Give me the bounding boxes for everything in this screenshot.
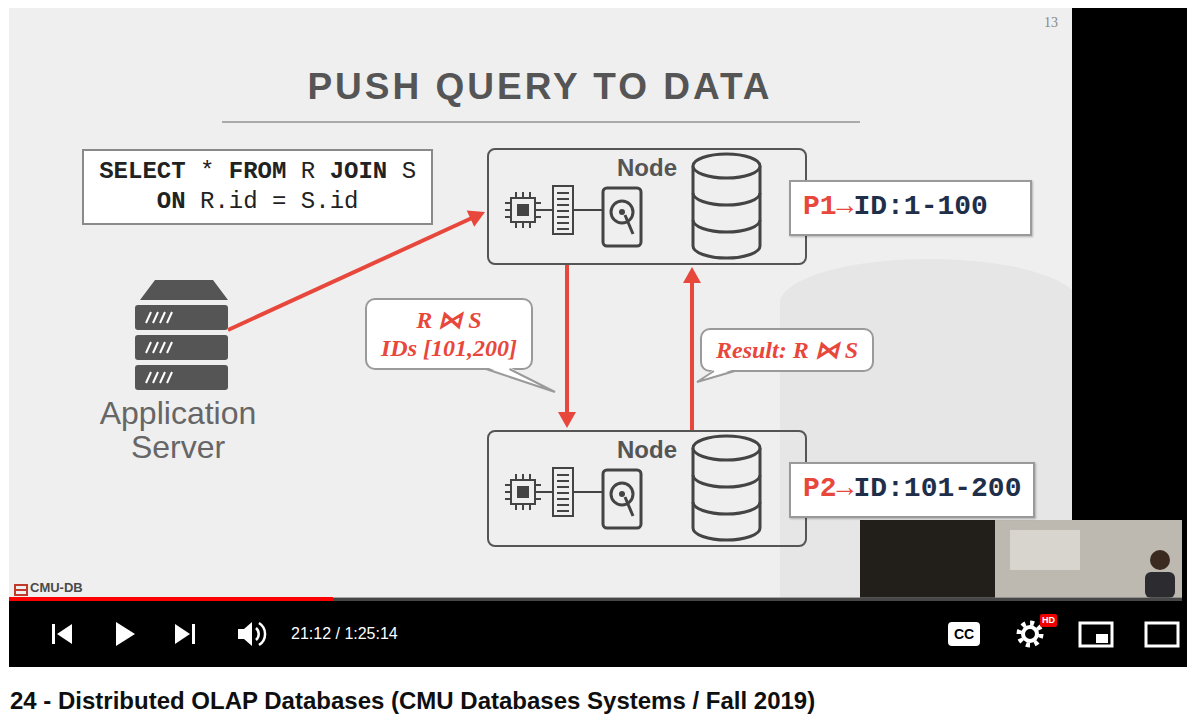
video-title: 24 - Distributed OLAP Databases (CMU Dat… (10, 686, 815, 716)
progress-bar (9, 597, 1182, 601)
arrow-head (467, 210, 485, 226)
partition-box: P1→ID:1-100 (789, 180, 1032, 236)
speech-bubble: R ⋈ SIDs [101,200] (365, 298, 533, 370)
connector (558, 265, 576, 428)
bubble-tail-outline (697, 371, 735, 382)
bubble-tail (486, 367, 555, 392)
logo-icon (15, 585, 27, 595)
node-text: SELECT * FROM R JOIN S ON R.id = S.id (92, 157, 423, 217)
bubble-tail-outline (486, 369, 555, 392)
slide-number: 13 (1044, 15, 1058, 31)
player-controls (52, 622, 1178, 646)
slide-title: PUSH QUERY TO DATA (200, 66, 880, 108)
node-text: Node (489, 154, 805, 182)
node-text: Result: R ⋈ S (716, 336, 858, 364)
node-text: P1→ID:1-100 (803, 190, 1018, 224)
node-box: Node (487, 148, 807, 265)
arrow-head (558, 412, 576, 428)
logo-text: CMU-DB (30, 581, 83, 595)
node-box: Node (487, 430, 807, 547)
connector (683, 267, 701, 430)
node-text: P2→ID:101-200 (803, 472, 1021, 506)
bubble-tail (697, 369, 735, 382)
arrow-head (683, 267, 701, 283)
connector-line (690, 279, 694, 430)
title-rule (222, 121, 860, 123)
webcam-overlay (860, 520, 1182, 598)
query-box: SELECT * FROM R JOIN S ON R.id = S.id (82, 149, 433, 225)
node-text: R ⋈ S (381, 306, 517, 334)
node-text: IDs [101,200] (381, 334, 517, 362)
caption-button: CC (948, 622, 980, 646)
timestamp: 21:12 / 1:25:14 (291, 624, 398, 644)
speech-bubble: Result: R ⋈ S (700, 328, 874, 372)
connector-line (565, 265, 569, 416)
node-text: Node (489, 436, 805, 464)
partition-box: P2→ID:101-200 (789, 462, 1035, 518)
server-node: Application Server (88, 278, 268, 464)
quality-badge: HD (1040, 614, 1057, 627)
server-icon (135, 280, 228, 390)
node-text: Application Server (88, 396, 268, 464)
